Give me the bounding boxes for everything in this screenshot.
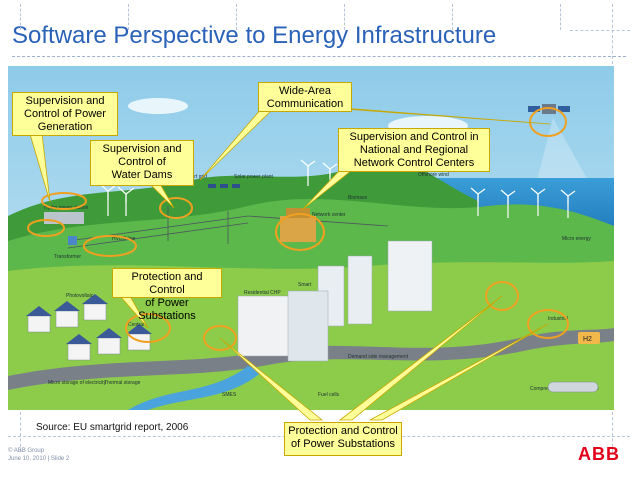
label-biomass: Biomass xyxy=(348,195,368,201)
callout-line: Protection and Control xyxy=(131,271,203,296)
callout-water-dams: Supervision and Control of Water Dams xyxy=(90,140,194,186)
label-thermal: Thermal storage xyxy=(104,380,141,386)
label-photovoltaic: Photovoltaic xyxy=(66,293,94,299)
label-hydrogen: H2 xyxy=(583,336,592,343)
label-fuel-cells: Fuel cells xyxy=(318,392,340,398)
callout-network-centers: Supervision and Control in National and … xyxy=(338,128,490,172)
page-title: Software Perspective to Energy Infrastru… xyxy=(12,22,497,49)
callout-line: Network Control Centers xyxy=(353,157,475,169)
callout-line: Generation xyxy=(37,121,93,133)
rooftop-solar xyxy=(26,294,152,344)
houses xyxy=(27,303,151,361)
callout-line: Protection and Control xyxy=(288,425,398,437)
label-industrial: Industrial xyxy=(548,316,568,322)
label-residential-chp: Residential CHP xyxy=(244,290,281,296)
wind-turbines xyxy=(99,159,576,218)
pointer-national xyxy=(301,169,354,211)
callout-line: Supervision and xyxy=(102,143,182,155)
label-micro-storage: Micro storage of electricity xyxy=(48,380,107,386)
pointer-substation-b xyxy=(338,295,503,421)
callout-line: Control of Power xyxy=(24,108,106,120)
label-offshore: Offshore wind xyxy=(418,172,449,178)
abb-logo: ABB xyxy=(578,444,620,464)
callout-wide-area: Wide-Area Communication xyxy=(258,82,352,112)
callout-power-generation: Supervision and Control of Power Generat… xyxy=(12,92,118,136)
label-smart-grid: Smart grid xyxy=(184,174,207,180)
copyright: © ABB Group xyxy=(8,448,45,454)
callout-line: Control of xyxy=(118,156,166,168)
cloud xyxy=(128,98,188,114)
callout-line: Supervision and Control in xyxy=(349,131,479,143)
solar-power-plant xyxy=(208,184,240,188)
date-slide: June 10, 2010 | Slide 2 xyxy=(8,456,70,462)
guide-line xyxy=(236,4,237,30)
callout-substations-bottom: Protection and Control of Power Substati… xyxy=(284,422,402,456)
pointer-wide-area-2 xyxy=(199,107,275,181)
label-smes: SMES xyxy=(222,392,237,398)
pointer-power-generation xyxy=(29,133,51,203)
callout-line: Communication xyxy=(266,98,344,110)
label-hvdc: HVDC line xyxy=(112,236,136,242)
guide-line xyxy=(344,4,345,30)
pointer-wide-area xyxy=(329,107,551,125)
label-solar: Solar power plant xyxy=(234,174,274,180)
callout-line: of Power Substations xyxy=(138,297,196,322)
transformer-icon xyxy=(68,236,77,245)
pointer-substation-a xyxy=(219,337,324,421)
guide-line xyxy=(128,4,129,30)
pointer-substation-c xyxy=(369,323,549,421)
label-central: Central xyxy=(128,322,144,328)
callout-line: Water Dams xyxy=(111,169,173,181)
guide-line xyxy=(560,4,561,30)
label-transformer: Transformer xyxy=(54,254,81,260)
guide-line xyxy=(612,4,613,64)
guide-line xyxy=(20,4,21,30)
river xyxy=(128,366,263,410)
label-demand-side: Demand side management xyxy=(348,354,409,360)
highlight-rings xyxy=(27,107,569,351)
label-smart: Smart xyxy=(298,282,312,288)
callout-line: Supervision and xyxy=(25,95,105,107)
storage-tanks xyxy=(547,381,599,393)
guide-line xyxy=(20,412,21,452)
guide-line xyxy=(612,412,613,452)
hydrogen-tank xyxy=(578,332,600,344)
pointer-water-dams xyxy=(149,183,175,209)
city-towers xyxy=(237,240,433,362)
callout-line: National and Regional xyxy=(359,144,469,156)
source-note: Source: EU smartgrid report, 2006 xyxy=(36,422,189,433)
callout-line: Wide-Area xyxy=(279,85,331,97)
network-control-center xyxy=(280,208,316,242)
guide-line xyxy=(452,4,453,30)
label-network-center: Network center xyxy=(312,212,346,218)
guide-line xyxy=(570,30,630,31)
callout-substations-mid: Protection and Control of Power Substati… xyxy=(112,268,222,322)
title-divider xyxy=(12,56,626,57)
callout-line: of Power Substations xyxy=(291,438,395,450)
label-micro-energy: Micro energy xyxy=(562,236,591,242)
